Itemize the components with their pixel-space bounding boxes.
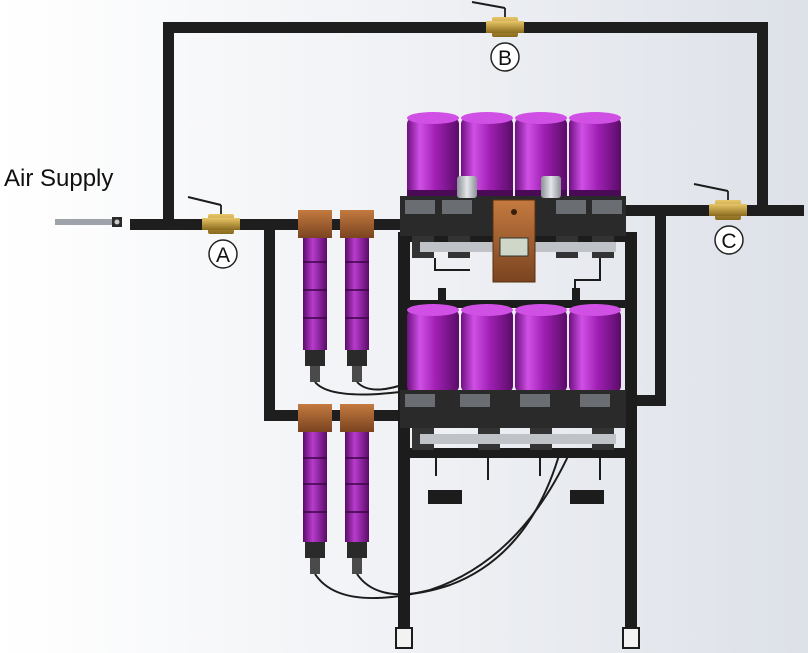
valve-a[interactable] [187,196,240,234]
dryer-canister [569,112,621,196]
valve-label-c: C [714,225,744,255]
pressure-gauge [457,176,477,198]
valve-label-a: A [208,239,238,269]
pressure-gauge [541,176,561,198]
dryer-canister [515,304,567,392]
valve-c[interactable] [693,183,747,220]
inline-filter [340,404,374,574]
valve-label-b-text: B [498,47,512,70]
inline-filter [298,210,332,382]
controller-display [499,237,529,257]
ball-valve-icon [693,183,729,192]
ball-valve-icon [187,196,222,206]
valve-label-b: B [490,42,520,72]
ball-valve-icon [471,1,506,9]
lower-dryer-bank [400,304,626,480]
dryer-canister [407,112,459,196]
control-box [492,199,536,283]
dryer-canister [407,304,459,392]
inline-filter [340,210,374,382]
lower-prefilters [298,404,571,599]
valve-label-c-text: C [721,230,736,253]
air-supply-inlet [55,217,122,227]
valve-label-a-text: A [216,244,230,267]
dryer-canister [461,304,513,392]
upper-prefilters [298,210,406,396]
inlet-pipe [130,219,400,230]
inline-filter [298,404,332,574]
valve-b[interactable] [471,1,524,37]
dryer-canister [569,304,621,392]
air-supply-label: Air Supply [4,165,113,192]
